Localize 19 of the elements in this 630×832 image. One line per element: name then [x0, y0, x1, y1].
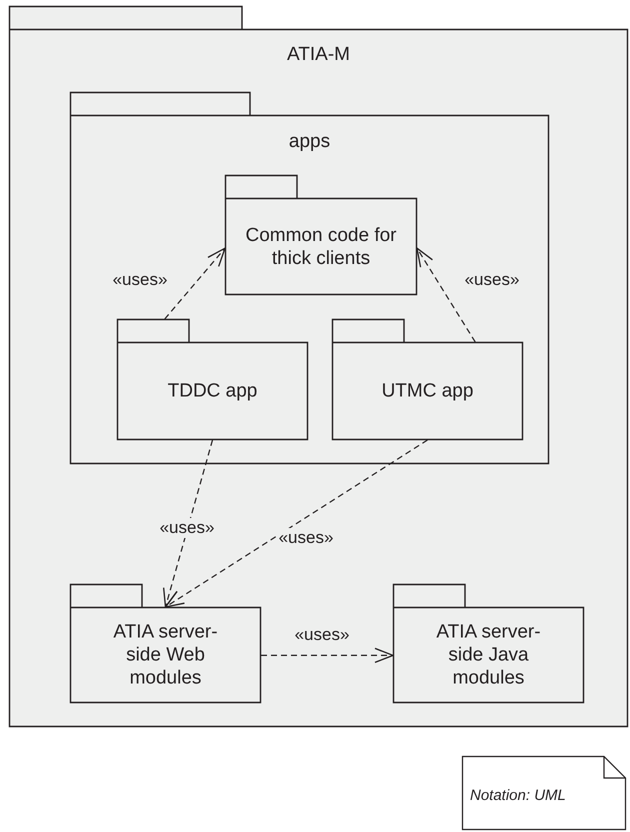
note-text: Notation: UML: [470, 786, 566, 806]
dependency-arrow: [416, 248, 476, 342]
note-box: [462, 756, 626, 830]
package-name: UTMC app: [380, 380, 474, 402]
package-folder: [9, 6, 628, 727]
edge-label: «uses»: [158, 518, 216, 538]
package-folder: [70, 92, 549, 464]
package-folder: [70, 584, 261, 703]
package-name: ATIA server-side Web modules: [112, 620, 219, 690]
package-name: ATIA server-side Java modules: [435, 620, 542, 690]
dependency-arrow: [261, 648, 394, 664]
dependency-arrow: [164, 248, 226, 320]
package-name: Common code for thick clients: [244, 224, 398, 270]
dependency-arrow: [164, 440, 428, 608]
package-name: TDDC app: [166, 380, 258, 402]
package-folder: [393, 584, 584, 703]
dependency-arrow: [163, 440, 214, 608]
package-name: ATIA-M: [286, 43, 351, 66]
package-name: apps: [288, 130, 332, 153]
